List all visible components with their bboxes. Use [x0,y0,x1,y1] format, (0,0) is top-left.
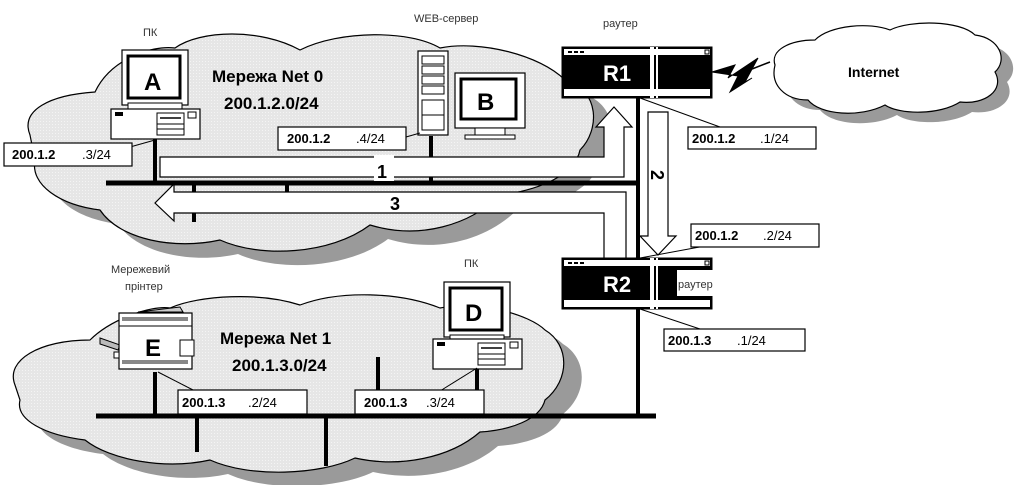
pc-d-letter: D [465,300,482,327]
printer-ip-host: .2/24 [248,395,277,410]
pc-a-ip-net: 200.1.2 [12,147,55,162]
flow-arrow-3: 3 [154,182,627,262]
router-r2-ip2-leader [639,308,701,330]
web-server-ip-box: 200.1.2 .4/24 [277,126,407,151]
printer-ip-box: 200.1.3 .2/24 [177,389,308,415]
pc-d-ip-net: 200.1.3 [364,395,407,410]
router-r2-ip1-net: 200.1.2 [695,228,738,243]
network-printer-e[interactable]: Мережевий прінтер E [99,264,195,370]
printer-caption-line1: Мережевий [111,264,170,276]
web-server-ip-host: .4/24 [356,131,385,146]
printer-letter: E [145,335,161,362]
internet-label: Internet [848,64,900,80]
net0-name: Мережа Net 0 [212,67,323,86]
net1-name: Мережа Net 1 [220,329,331,348]
wan-link-line [751,61,771,70]
router-r2-ip2-host: .1/24 [737,333,766,348]
router-r1-label: R1 [603,61,631,86]
net0-prefix: 200.1.2.0/24 [224,94,319,113]
flow-arrow-2: 2 [638,111,678,256]
flow-arrow-2-label: 2 [647,170,667,180]
printer-ip-net: 200.1.3 [182,395,225,410]
web-server-ip-net: 200.1.2 [287,131,330,146]
flow-arrow-3-label: 3 [390,194,400,214]
pc-a-letter: A [144,69,161,96]
router-r2-caption: раутер [678,279,713,291]
pc-a[interactable]: ПК A [110,27,201,140]
router-r2-ip2-net: 200.1.3 [668,333,711,348]
printer-caption-line2: прінтер [125,281,163,293]
router-r2-ip2-box: 200.1.3 .1/24 [663,328,806,352]
cloud-internet: Internet [773,22,1014,124]
router-r2-ip1-host: .2/24 [763,228,792,243]
router-r1-ip-leader [639,97,721,128]
router-r1-caption: раутер [603,18,638,30]
pc-a-ip-host: .3/24 [82,147,111,162]
web-server-ip-leader [405,132,421,138]
web-server-b[interactable]: WEB-сервер B [414,13,526,140]
router-r2-label: R2 [603,272,631,297]
router-r2-ip1-leader [639,245,706,259]
router-r1[interactable]: раутер R1 [561,18,713,99]
wan-link-bolt-icon [711,57,759,94]
pc-a-caption: ПК [143,27,158,39]
net1-prefix: 200.1.3.0/24 [232,356,327,375]
flow-arrow-1: 1 [159,106,634,182]
flow-arrow-1-label: 1 [377,162,387,182]
pc-d-ip-leader [439,367,478,392]
pc-d[interactable]: ПК D [432,258,523,370]
router-r2[interactable]: раутер R2 [561,257,717,310]
cloud-internet-body [773,22,1002,114]
web-server-caption: WEB-сервер [414,13,478,25]
router-r2-ip1-box: 200.1.2 .2/24 [690,223,820,248]
pc-d-ip-host: .3/24 [426,395,455,410]
router-r1-ip-host: .1/24 [760,131,789,146]
pc-d-caption: ПК [464,258,479,270]
pc-d-ip-box: 200.1.3 .3/24 [354,389,485,415]
pc-a-ip-box: 200.1.2 .3/24 [3,142,133,167]
printer-ip-leader [157,371,196,392]
router-r1-ip-net: 200.1.2 [692,131,735,146]
web-server-letter: B [477,89,494,116]
router-r1-ip-box: 200.1.2 .1/24 [687,126,817,150]
pc-a-ip-leader [129,139,156,148]
